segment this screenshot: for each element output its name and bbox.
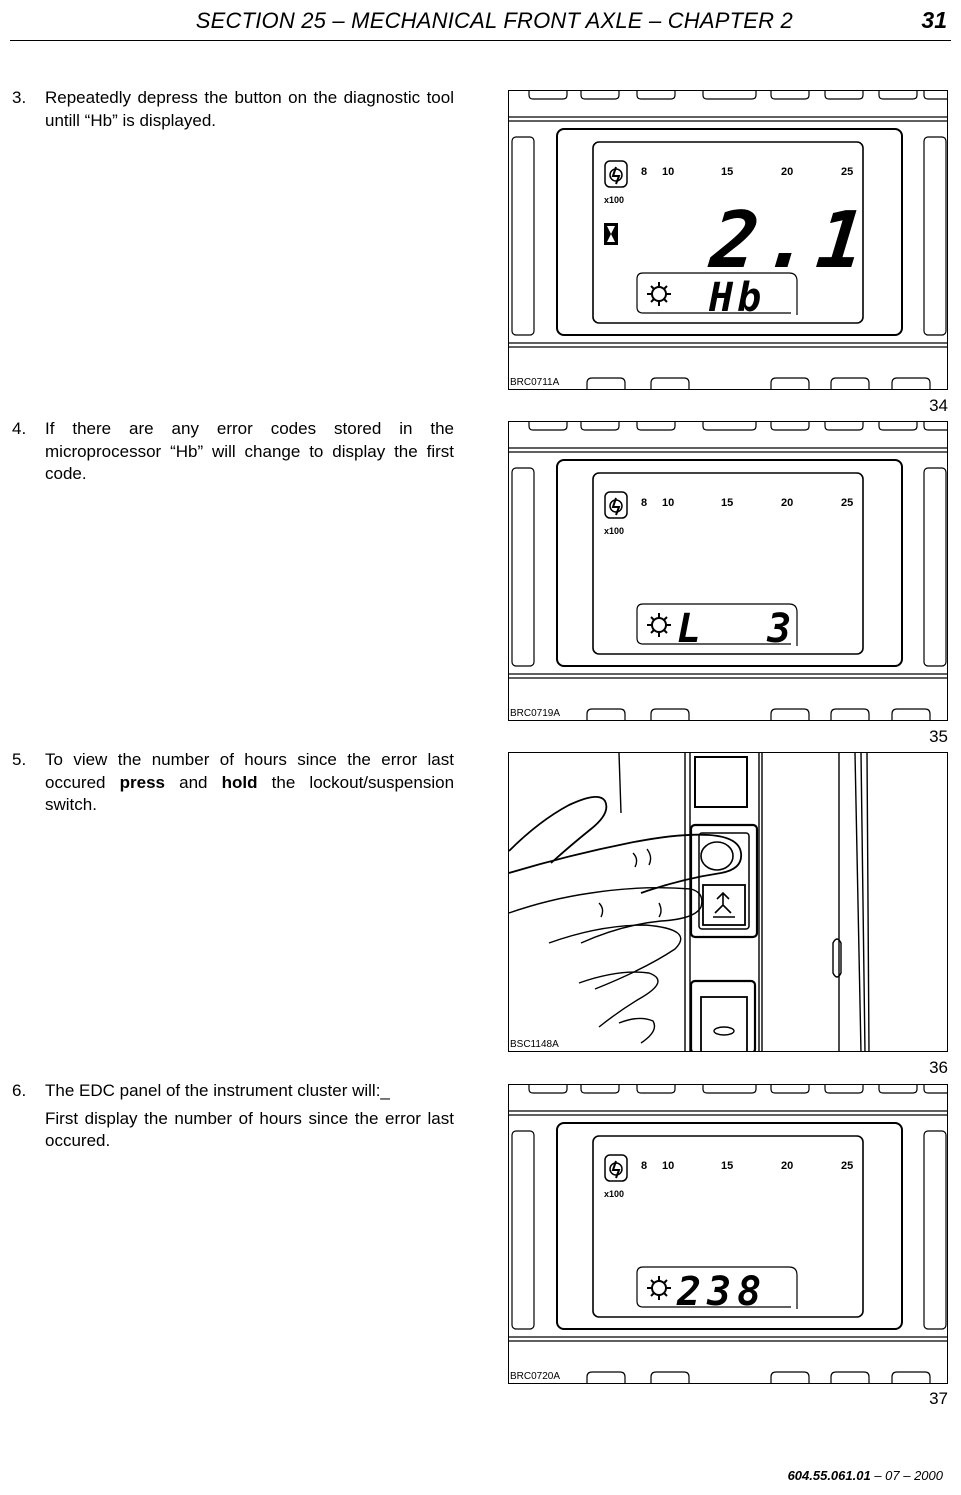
tachometer-icon bbox=[604, 491, 628, 519]
page-footer: 604.55.061.01 – 07 – 2000 bbox=[788, 1468, 943, 1483]
step-number: 3. bbox=[12, 88, 27, 107]
tachometer-icon bbox=[604, 160, 628, 188]
figure-number: 35 bbox=[929, 727, 948, 746]
scale-label: 20 bbox=[781, 166, 793, 178]
scale-label: 15 bbox=[721, 497, 733, 509]
step-number: 4. bbox=[12, 419, 27, 438]
step-number: 6. bbox=[12, 1081, 27, 1100]
instrument-panel-drawing: 8 10 15 20 25 x100 2.1 Hb bbox=[509, 91, 947, 389]
step-text-part: the lockout/suspension switch. bbox=[45, 772, 455, 815]
instrument-panel-drawing: 8 10 15 20 25 x100 L 3 bbox=[509, 422, 947, 720]
step-text: If there are any error codes stored in t… bbox=[45, 418, 454, 486]
step-4: 4. If there are any error codes stored i… bbox=[12, 418, 454, 486]
lower-readout: Hb bbox=[708, 275, 765, 321]
scale-label: 20 bbox=[781, 1160, 793, 1172]
scale-label: 15 bbox=[721, 1160, 733, 1172]
figure-code: BRC0711A bbox=[510, 377, 562, 389]
step-5: 5. To view the number of hours since the… bbox=[12, 749, 454, 817]
step-number: 5. bbox=[12, 750, 27, 769]
multiplier-label: x100 bbox=[604, 526, 624, 536]
figure-instrument-display-238: 8 10 15 20 25 x100 238 BRC0720A bbox=[508, 1084, 948, 1384]
lower-readout: L 3 bbox=[677, 606, 797, 652]
header-rule bbox=[10, 40, 951, 41]
gear-icon bbox=[647, 282, 671, 306]
figure-code: BRC0719A bbox=[510, 708, 563, 720]
step-text: To view the number of hours since the er… bbox=[45, 749, 454, 817]
multiplier-label: x100 bbox=[604, 1189, 624, 1199]
step-6: 6. The EDC panel of the instrument clust… bbox=[12, 1080, 454, 1153]
figure-instrument-display-l3: 8 10 15 20 25 x100 L 3 BRC0719A bbox=[508, 421, 948, 721]
publication-date: – 07 – 2000 bbox=[870, 1468, 943, 1483]
main-readout: 2.1 bbox=[705, 195, 875, 286]
figure-code: BRC0720A bbox=[510, 1371, 563, 1383]
scale-label: 15 bbox=[721, 166, 733, 178]
page-number: 31 bbox=[921, 7, 947, 33]
scale-label: 10 bbox=[662, 497, 674, 509]
section-title: SECTION 25 – MECHANICAL FRONT AXLE – CHA… bbox=[195, 8, 793, 33]
step-text-part: To view the number of hours since the er… bbox=[45, 750, 454, 792]
figure-instrument-display-hb: 8 10 15 20 25 x100 2.1 Hb BRC0711A bbox=[508, 90, 948, 390]
step-paragraph: First display the number of hours since … bbox=[45, 1108, 454, 1151]
gear-icon bbox=[647, 1276, 671, 1300]
part-number: 604.55.061.01 bbox=[787, 1468, 871, 1483]
step-paragraph: Repeatedly depress the button on the dia… bbox=[45, 88, 454, 130]
step-paragraph: If there are any error codes stored in t… bbox=[45, 419, 454, 483]
figure-number: 36 bbox=[929, 1058, 948, 1077]
scale-label: 25 bbox=[841, 166, 853, 178]
step-text-part: and bbox=[165, 772, 222, 792]
scale-label: 25 bbox=[841, 1160, 853, 1172]
step-paragraph: The EDC panel of the instrument cluster … bbox=[45, 1081, 390, 1100]
scale-label: 10 bbox=[662, 166, 674, 178]
page-header: SECTION 25 – MECHANICAL FRONT AXLE – CHA… bbox=[0, 0, 961, 41]
scale-label: 20 bbox=[781, 497, 793, 509]
multiplier-label: x100 bbox=[604, 195, 624, 205]
instrument-panel-drawing: 8 10 15 20 25 x100 238 bbox=[509, 1085, 947, 1383]
tachometer-icon bbox=[604, 1154, 628, 1182]
step-text: Repeatedly depress the button on the dia… bbox=[45, 87, 454, 132]
emphasis-press: press bbox=[119, 772, 165, 792]
scale-label: 8 bbox=[641, 497, 647, 509]
figure-code: BSC1148A bbox=[510, 1039, 561, 1051]
scale-label: 25 bbox=[841, 497, 853, 509]
scale-label: 8 bbox=[641, 1160, 647, 1172]
step-3: 3. Repeatedly depress the button on the … bbox=[12, 87, 454, 132]
step-paragraph: To view the number of hours since the er… bbox=[45, 749, 454, 817]
figure-number: 37 bbox=[929, 1389, 948, 1408]
hand-pressing-switch-drawing bbox=[509, 753, 870, 1051]
hourglass-icon bbox=[604, 223, 618, 245]
scale-label: 8 bbox=[641, 166, 647, 178]
emphasis-hold: hold bbox=[221, 772, 258, 792]
figure-number: 34 bbox=[929, 396, 948, 415]
gear-icon bbox=[647, 613, 671, 637]
scale-label: 10 bbox=[662, 1160, 674, 1172]
lower-readout: 238 bbox=[676, 1269, 767, 1315]
figure-lockout-switch: BSC1148A bbox=[508, 752, 948, 1052]
step-text: The EDC panel of the instrument cluster … bbox=[45, 1080, 454, 1153]
